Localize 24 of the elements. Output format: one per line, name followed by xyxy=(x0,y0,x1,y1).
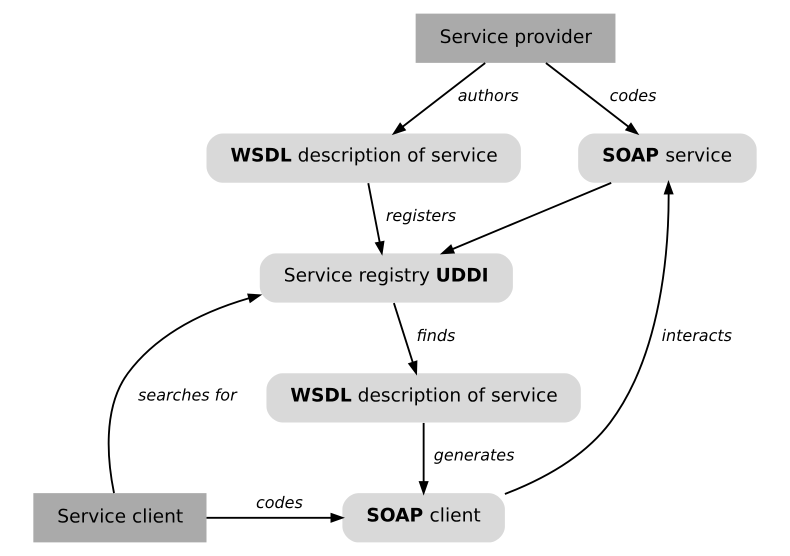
arrow xyxy=(504,180,674,495)
arrow xyxy=(393,302,418,376)
arrow xyxy=(367,183,385,256)
arrow xyxy=(392,62,486,136)
edge-label: codes xyxy=(610,86,656,105)
edge-label: searches for xyxy=(138,386,237,405)
arrow xyxy=(206,512,345,523)
node-box: Service provider xyxy=(416,14,616,63)
edge-label: interacts xyxy=(662,326,732,345)
edge-label: codes xyxy=(256,492,303,512)
node-box: Service client xyxy=(33,493,206,542)
edge-label: generates xyxy=(434,446,514,465)
edge-label: authors xyxy=(458,86,519,105)
arrow xyxy=(440,182,612,254)
node-box: WSDL description of service xyxy=(266,373,581,423)
node-box: Service registry UDDI xyxy=(260,253,513,303)
node-box: SOAP client xyxy=(342,493,505,542)
node-box: SOAP service xyxy=(578,133,757,183)
edge-label: registers xyxy=(386,206,456,225)
edge-label: finds xyxy=(416,326,456,345)
arrow xyxy=(108,294,262,494)
arrow xyxy=(545,62,640,136)
node-box: WSDL description of service xyxy=(206,133,521,183)
arrow xyxy=(418,422,429,496)
